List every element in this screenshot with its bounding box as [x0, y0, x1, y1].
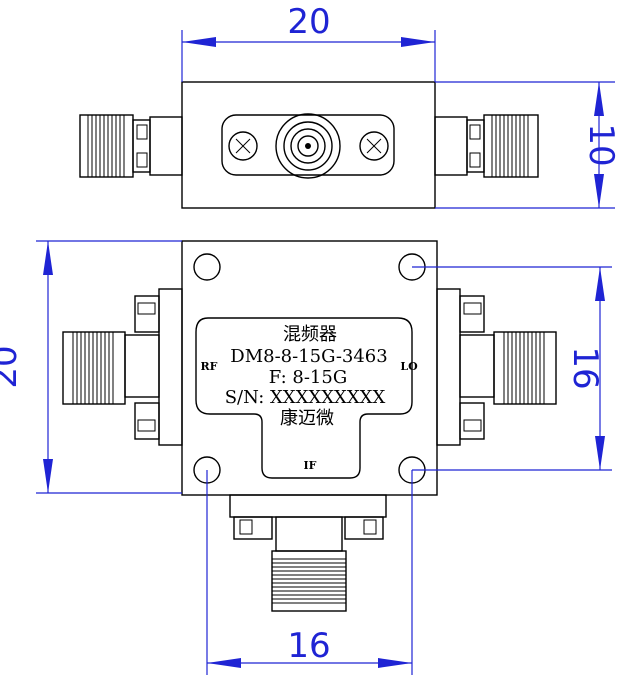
screw-head-icon: [228, 131, 258, 161]
label-line-2: DM8-8-15G-3463: [230, 346, 387, 367]
label-line-1: 混频器: [283, 324, 337, 345]
dim-top-width-label: 20: [287, 2, 330, 42]
label-line-4: S/N: XXXXXXXXX: [225, 387, 386, 408]
port-label-if: IF: [304, 459, 317, 472]
screw-head-icon: [359, 131, 389, 161]
dim-top-width: 20: [181, 2, 436, 82]
top-flange: [221, 113, 395, 179]
rf-connector: [62, 288, 183, 446]
dim-hole-horizontal: 16: [206, 470, 413, 675]
dim-front-height: 20: [0, 240, 182, 494]
top-right-connector: [434, 114, 539, 178]
lo-connector: [436, 288, 557, 446]
dim-hole-vertical: 16: [412, 266, 612, 471]
top-view: 20 10: [79, 2, 621, 209]
port-label-rf: RF: [201, 360, 218, 373]
if-connector-face: [275, 113, 341, 179]
dim-top-height: 10: [435, 81, 621, 209]
mounting-hole-icon: [193, 253, 221, 281]
label-line-5: 康迈微: [280, 408, 334, 429]
front-view: 混频器 DM8-8-15G-3463 F: 8-15G S/N: XXXXXXX…: [0, 240, 612, 675]
top-left-connector: [79, 114, 183, 178]
dim-hole-horizontal-label: 16: [287, 626, 330, 666]
dim-hole-vertical-label: 16: [565, 346, 605, 389]
label-plate: [195, 317, 413, 479]
if-connector: [229, 494, 387, 612]
label-line-3: F: 8-15G: [269, 367, 347, 388]
dim-top-height-label: 10: [581, 123, 621, 166]
port-label-lo: LO: [400, 360, 418, 373]
dim-front-height-label: 20: [0, 345, 25, 388]
